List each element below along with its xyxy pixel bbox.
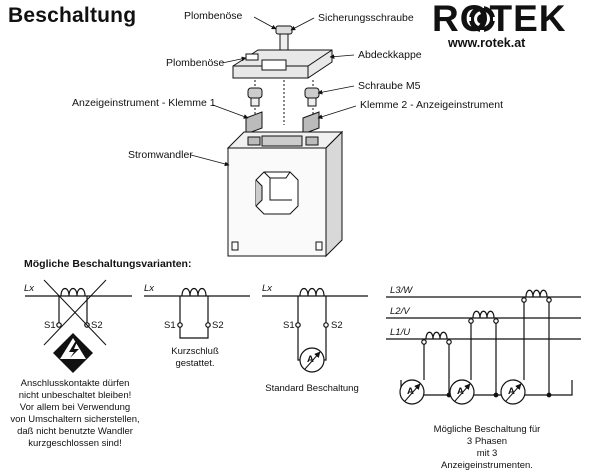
logo-url: www.rotek.at: [448, 36, 526, 50]
transformer-drawing: [226, 25, 344, 258]
variant-4-line-l1: L1/U: [390, 327, 411, 338]
variant-4-caption: Mögliche Beschaltung für 3 Phasen mit 3 …: [433, 424, 541, 471]
variant-4-line-l2: L2/V: [390, 306, 410, 317]
label-plombenoese-left: Plombenöse: [166, 57, 225, 69]
page-title: Beschaltung: [8, 4, 137, 27]
variant-1-circuit: [25, 279, 132, 346]
logo-brand: ROTEK: [432, 0, 567, 39]
variant-4-meter-3-label: A: [508, 386, 515, 397]
variant-2-circuit: [144, 287, 250, 339]
variant-4-line-l3: L3/W: [390, 285, 413, 296]
variant-3-line-label: Lx: [262, 283, 273, 294]
abdeckkappe-part: [232, 49, 333, 79]
label-stromwandler: Stromwandler: [128, 149, 193, 161]
hazard-warning-icon: [53, 333, 93, 373]
schraube-m5-parts: [247, 87, 320, 107]
stromwandler-body: [226, 130, 344, 258]
variant-2-s1-label: S1: [164, 320, 176, 331]
variant-1-line-label: Lx: [24, 283, 35, 294]
label-schraube-m5: Schraube M5: [358, 80, 421, 92]
variant-2-line-label: Lx: [144, 283, 155, 294]
ammeter-needles: [304, 351, 522, 402]
wiring-diagram: [25, 3, 581, 405]
variant-3-s2-label: S2: [331, 320, 343, 331]
variant-4-circuit: [386, 289, 581, 405]
label-klemme2: Klemme 2 - Anzeigeinstrument: [360, 99, 503, 111]
variant-3-circuit: [262, 287, 368, 373]
logo-gear-icon: [466, 3, 498, 35]
variant-3-s1-label: S1: [283, 320, 295, 331]
variant-2-caption: Kurzschluß gestattet.: [171, 346, 219, 369]
label-abdeckkappe: Abdeckkappe: [358, 49, 422, 61]
klemmen-parts: [245, 111, 320, 135]
sicherungsschraube-part: [275, 25, 293, 51]
label-plombenoese-top: Plombenöse: [184, 10, 243, 22]
variant-2-s2-label: S2: [212, 320, 224, 331]
variant-1-s2-label: S2: [91, 320, 103, 331]
label-klemme1: Anzeigeinstrument - Klemme 1: [72, 97, 216, 109]
variant-1-s1-label: S1: [44, 320, 56, 331]
variant-1-caption: Anschlusskontakte dürfen nicht unbeschal…: [10, 378, 140, 449]
variant-3-meter-label: A: [307, 354, 314, 365]
variant-4-meter-2-label: A: [457, 386, 464, 397]
label-sicherungsschraube: Sicherungsschraube: [318, 12, 414, 24]
variant-3-caption: Standard Beschaltung: [265, 383, 359, 394]
variants-heading: Mögliche Beschaltungsvarianten:: [24, 258, 192, 270]
variant-4-meter-1-label: A: [407, 386, 414, 397]
label-leaders: [190, 16, 357, 167]
